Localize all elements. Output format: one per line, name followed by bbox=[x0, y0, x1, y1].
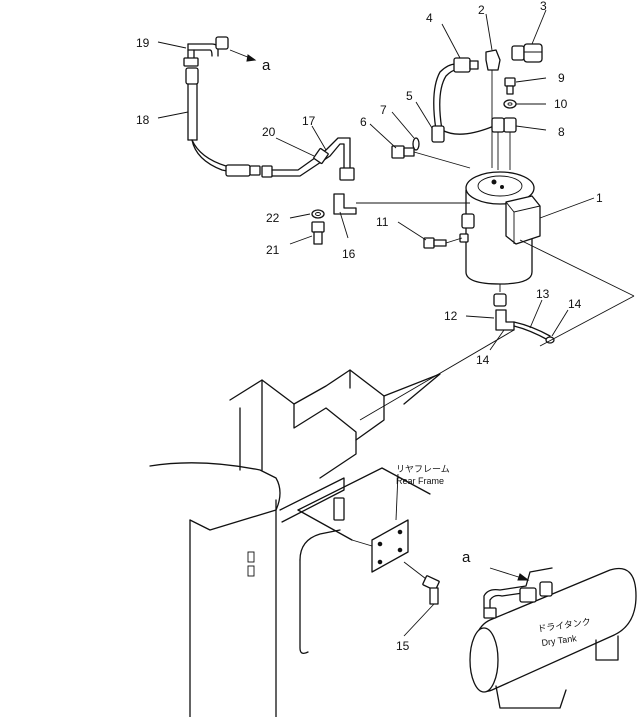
rear-frame-caption-en: Rear Frame bbox=[396, 476, 444, 486]
label-4: 4 bbox=[426, 11, 433, 25]
label-14-left: 14 bbox=[476, 353, 490, 367]
label-8: 8 bbox=[558, 125, 565, 139]
connector-8 bbox=[503, 117, 517, 170]
washer-10 bbox=[503, 99, 517, 109]
fitting-16 bbox=[333, 193, 470, 215]
bolt-6 bbox=[391, 145, 471, 169]
hose-18 bbox=[185, 67, 261, 177]
label-17: 17 bbox=[302, 114, 316, 128]
drain-fitting-12 bbox=[493, 293, 515, 331]
label-12: 12 bbox=[444, 309, 458, 323]
label-18: 18 bbox=[136, 113, 150, 127]
rear-frame-caption-jp: リヤフレーム bbox=[396, 464, 450, 474]
bolt-21 bbox=[311, 221, 325, 245]
pipe-joint bbox=[441, 117, 505, 170]
label-16: 16 bbox=[342, 247, 356, 261]
bolt-9 bbox=[504, 77, 516, 95]
label-7: 7 bbox=[380, 103, 387, 117]
rear-frame bbox=[149, 369, 441, 717]
ref-a-top: a bbox=[262, 57, 271, 74]
label-1: 1 bbox=[596, 191, 603, 205]
drain-hose-13 bbox=[513, 321, 555, 344]
washer-7 bbox=[412, 137, 420, 151]
label-11: 11 bbox=[376, 215, 389, 229]
bolt-11 bbox=[423, 237, 463, 249]
dry-tank-caption-en: Dry Tank bbox=[541, 633, 578, 648]
air-dryer-1 bbox=[459, 171, 635, 297]
label-3: 3 bbox=[540, 0, 547, 13]
label-14-right: 14 bbox=[568, 297, 582, 311]
label-13: 13 bbox=[536, 287, 550, 301]
label-5: 5 bbox=[406, 89, 413, 103]
switch-4 bbox=[433, 57, 479, 131]
leader-lines bbox=[157, 9, 595, 637]
label-10: 10 bbox=[554, 97, 568, 111]
label-15: 15 bbox=[396, 639, 410, 653]
ref-a-bottom: a bbox=[462, 549, 471, 566]
sensor-3 bbox=[511, 43, 543, 63]
label-2: 2 bbox=[478, 3, 485, 17]
label-22: 22 bbox=[266, 211, 280, 225]
label-19: 19 bbox=[136, 36, 150, 50]
washer-22 bbox=[311, 209, 325, 219]
label-21: 21 bbox=[266, 243, 280, 257]
fitting-5 bbox=[431, 125, 445, 143]
label-9: 9 bbox=[558, 71, 565, 85]
dry-tank bbox=[469, 567, 637, 709]
label-6: 6 bbox=[360, 115, 367, 129]
label-20: 20 bbox=[262, 125, 276, 139]
pipe-19 bbox=[183, 36, 257, 67]
bolt-15 bbox=[422, 575, 440, 605]
pipe-20 bbox=[261, 137, 355, 181]
